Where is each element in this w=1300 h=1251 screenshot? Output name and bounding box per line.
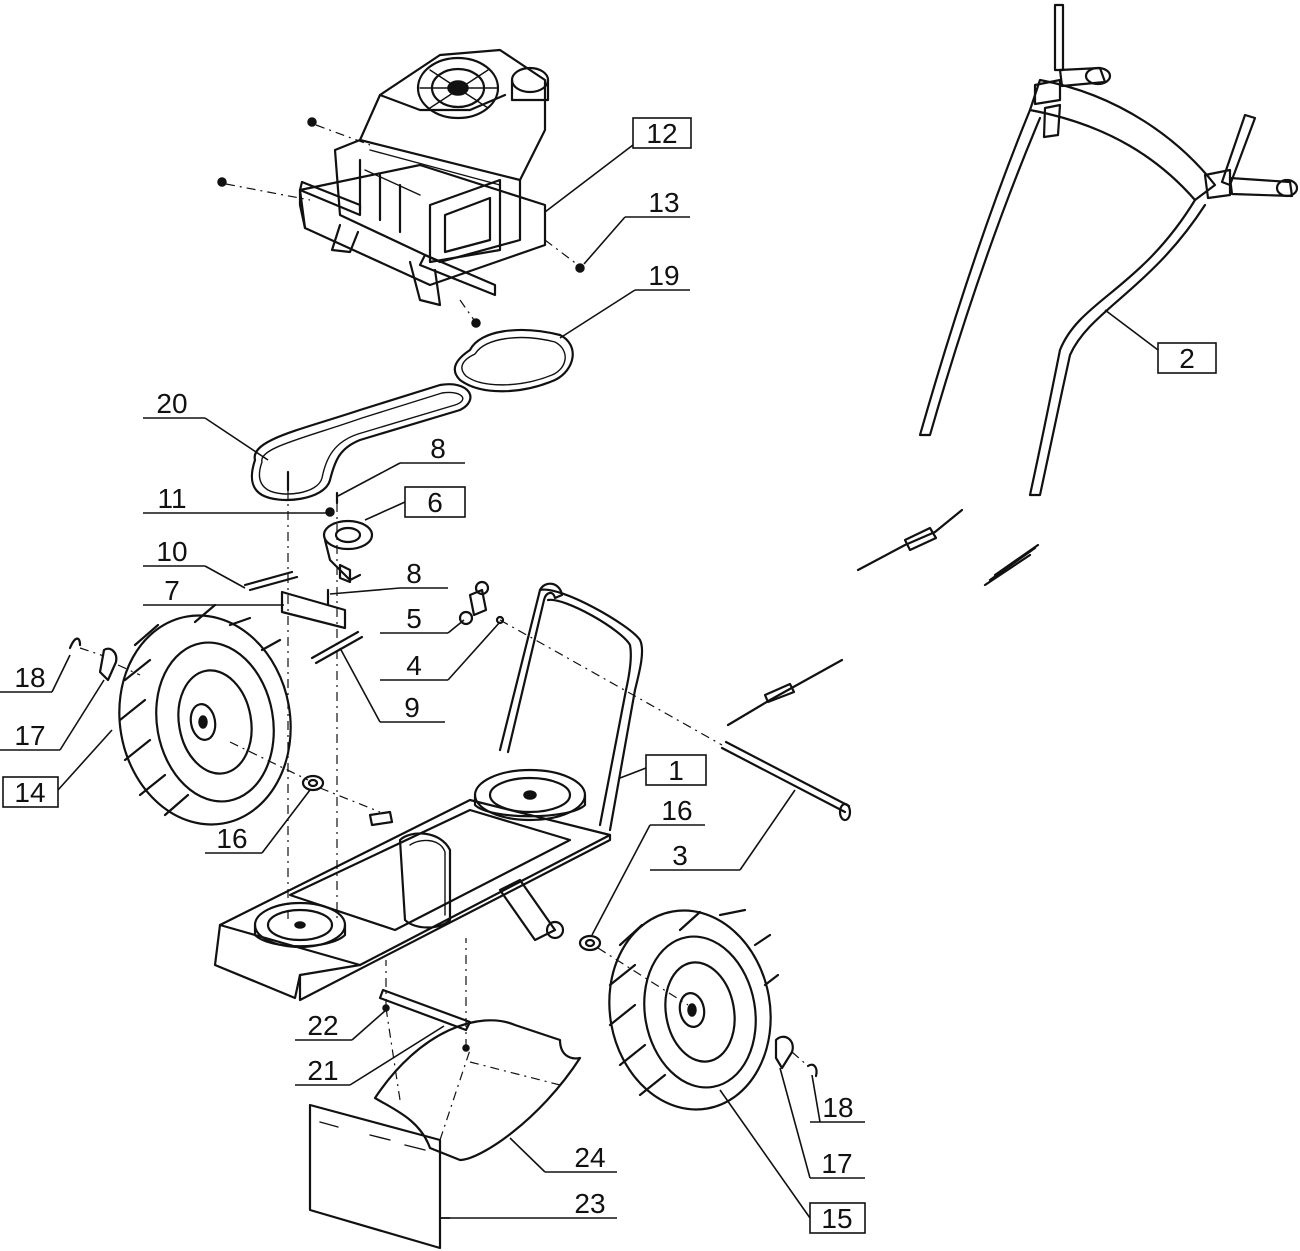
callout-2: 2 — [1179, 343, 1195, 374]
callout-19: 19 — [648, 260, 679, 291]
callout-11: 11 — [157, 483, 186, 514]
guard-parts — [308, 988, 582, 1250]
callout-14: 14 — [14, 777, 45, 808]
callout-10: 10 — [156, 536, 187, 567]
callout-21: 21 — [307, 1055, 338, 1086]
callout-13: 13 — [648, 187, 679, 218]
callout-22: 22 — [307, 1010, 338, 1041]
handlebar-assembly — [918, 3, 1299, 497]
callout-labels: 1 2 3 4 5 6 7 8 8 9 10 11 12 13 14 15 16… — [14, 118, 1194, 1234]
engine-assembly — [217, 48, 585, 328]
callout-6: 6 — [427, 487, 443, 518]
axle-rod — [720, 740, 852, 822]
leader-15 — [719, 1089, 811, 1219]
callout-9: 9 — [404, 692, 420, 723]
callout-16-left: 16 — [216, 823, 247, 854]
tensioner-assembly — [243, 470, 505, 665]
v-belts — [250, 328, 574, 502]
callout-12: 12 — [646, 118, 677, 149]
callout-15: 15 — [821, 1203, 852, 1234]
callout-17-left: 17 — [14, 720, 45, 751]
callout-7: 7 — [164, 575, 180, 606]
callout-17-right: 17 — [821, 1148, 852, 1179]
right-wheel — [608, 908, 780, 1111]
callout-24: 24 — [574, 1142, 605, 1173]
callout-18-left: 18 — [14, 662, 45, 693]
callout-8-lower: 8 — [406, 558, 422, 589]
assembly-lines — [79, 490, 809, 1141]
callout-1: 1 — [668, 755, 684, 786]
callout-23: 23 — [574, 1188, 605, 1219]
wheel-hardware — [68, 637, 818, 1078]
leader-lines — [0, 144, 1159, 1219]
callout-4: 4 — [406, 650, 422, 681]
chassis-frame — [213, 582, 644, 1002]
callout-5: 5 — [406, 603, 422, 634]
callout-boxes — [2, 117, 1217, 1234]
callout-8-top: 8 — [430, 433, 446, 464]
callout-20: 20 — [156, 388, 187, 419]
control-cables — [726, 508, 1040, 727]
left-wheel — [118, 603, 292, 826]
callout-3: 3 — [672, 840, 688, 871]
callout-18-right: 18 — [822, 1092, 853, 1123]
callout-16-right: 16 — [661, 795, 692, 826]
